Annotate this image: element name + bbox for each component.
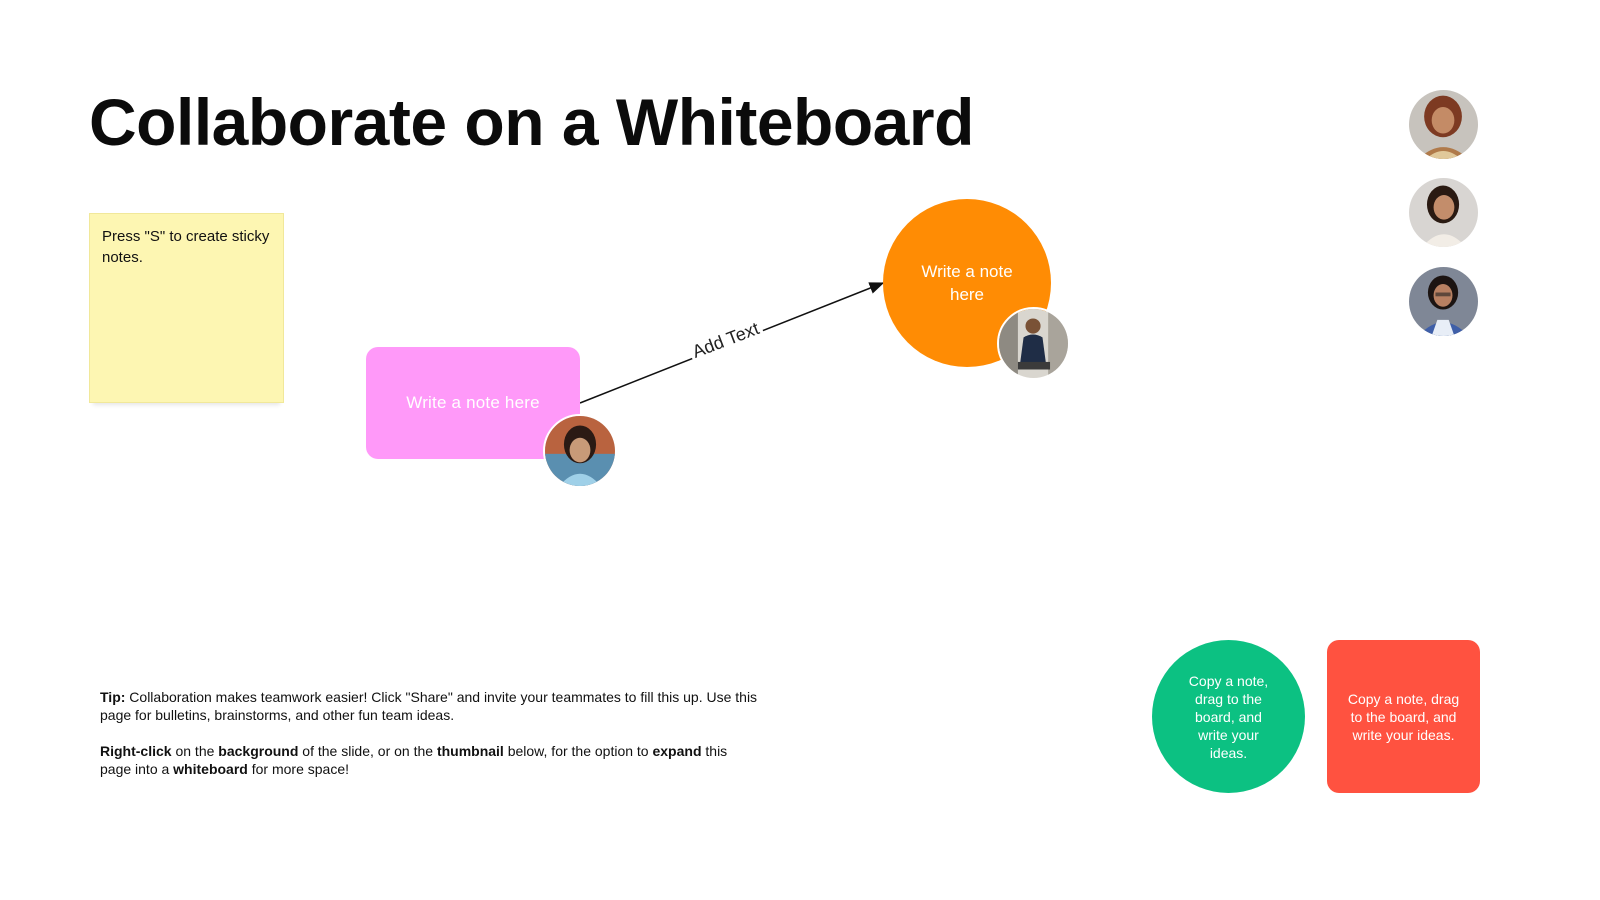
collaborator-avatar-3[interactable]: [1407, 265, 1480, 338]
sticky-note-text: Press "S" to create sticky notes.: [102, 228, 270, 266]
tip-label: Tip:: [100, 689, 126, 705]
green-circle-template-note[interactable]: Copy a note, drag to the board, and writ…: [1152, 640, 1305, 793]
tip-bold-expand: expand: [652, 743, 702, 759]
tip-text: this page into a: [100, 743, 728, 777]
tip-bold-thumbnail: thumbnail: [436, 743, 504, 759]
pink-note-author-avatar: [543, 414, 617, 488]
tip-paragraph: Tip: Collaboration makes teamwork easier…: [100, 688, 760, 724]
pink-note-text: Write a note here: [406, 393, 540, 412]
orange-note-text: Write a note here: [921, 262, 1013, 304]
tip-paragraph-2: Right-click on the background of the sli…: [100, 742, 760, 778]
page-title: Collaborate on a Whiteboard: [89, 85, 974, 159]
collaborator-avatar-1[interactable]: [1407, 88, 1480, 161]
tip-text: for more space!: [247, 761, 349, 777]
tip-bold-background: background: [218, 743, 299, 759]
orange-note-author-avatar: [997, 307, 1070, 380]
connector-label[interactable]: Add Text: [686, 317, 765, 364]
tip-body: Collaboration makes teamwork easier! Cli…: [100, 689, 758, 723]
tip-text: of the slide, or on the: [298, 743, 437, 759]
sticky-note[interactable]: Press "S" to create sticky notes.: [89, 213, 284, 403]
red-note-text: Copy a note, drag to the board, and writ…: [1347, 690, 1460, 743]
tip-bold-whiteboard: whiteboard: [173, 761, 248, 777]
tip-bold-right-click: Right-click: [100, 743, 172, 759]
collaborator-avatar-2[interactable]: [1407, 176, 1480, 249]
tip-text: below, for the option to: [503, 743, 653, 759]
tip-text-block: Tip: Collaboration makes teamwork easier…: [100, 688, 760, 796]
green-note-text: Copy a note, drag to the board, and writ…: [1188, 672, 1269, 761]
red-square-template-note[interactable]: Copy a note, drag to the board, and writ…: [1327, 640, 1480, 793]
tip-text: on the: [171, 743, 219, 759]
